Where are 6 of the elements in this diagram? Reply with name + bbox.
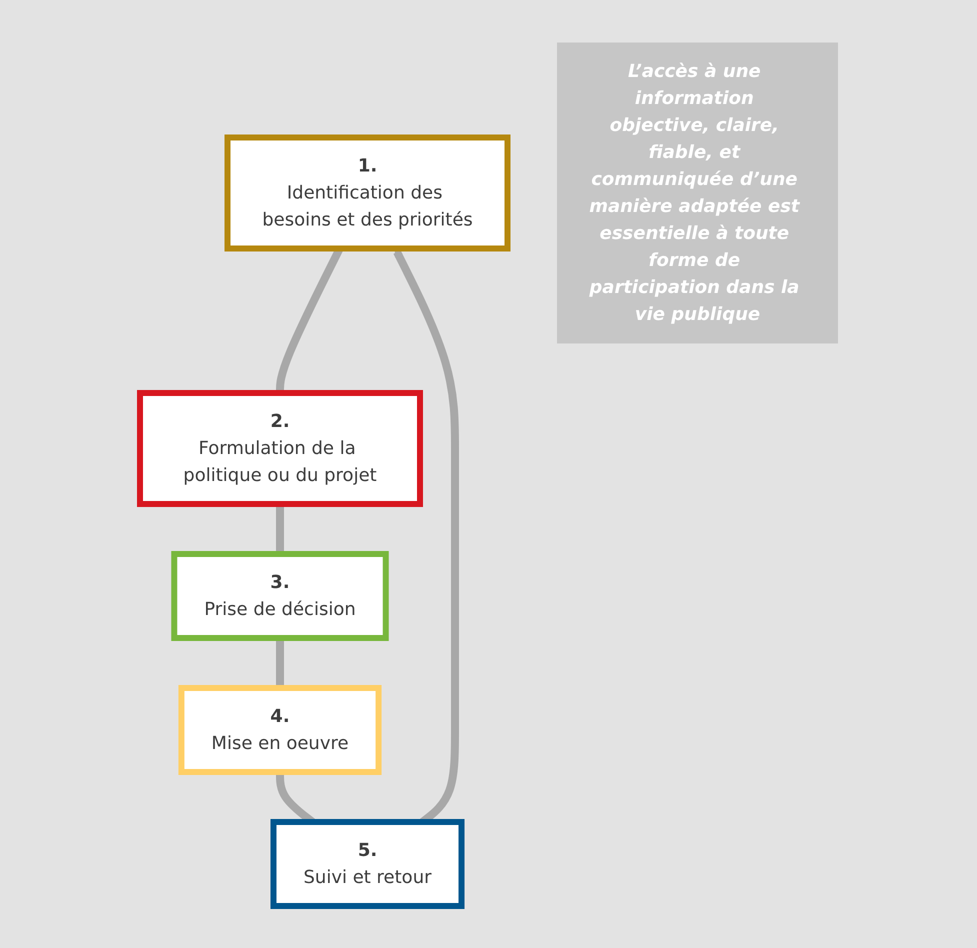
- node-box: 5. Suivi et retour: [270, 818, 464, 908]
- node-box: 1. Identification des besoins et des priorités: [224, 134, 510, 251]
- node-box: 4. Mise en oeuvre: [178, 684, 382, 774]
- node-box: 3. Prise de décision: [170, 550, 389, 640]
- node-box: L’accès à une information objective, claire, fiable, et communiquée d’une manière adaptée est essentielle à toute forme de participation dans la vie publique: [556, 42, 838, 343]
- node-box: 2. Formulation de la politique ou du projet: [136, 390, 423, 506]
